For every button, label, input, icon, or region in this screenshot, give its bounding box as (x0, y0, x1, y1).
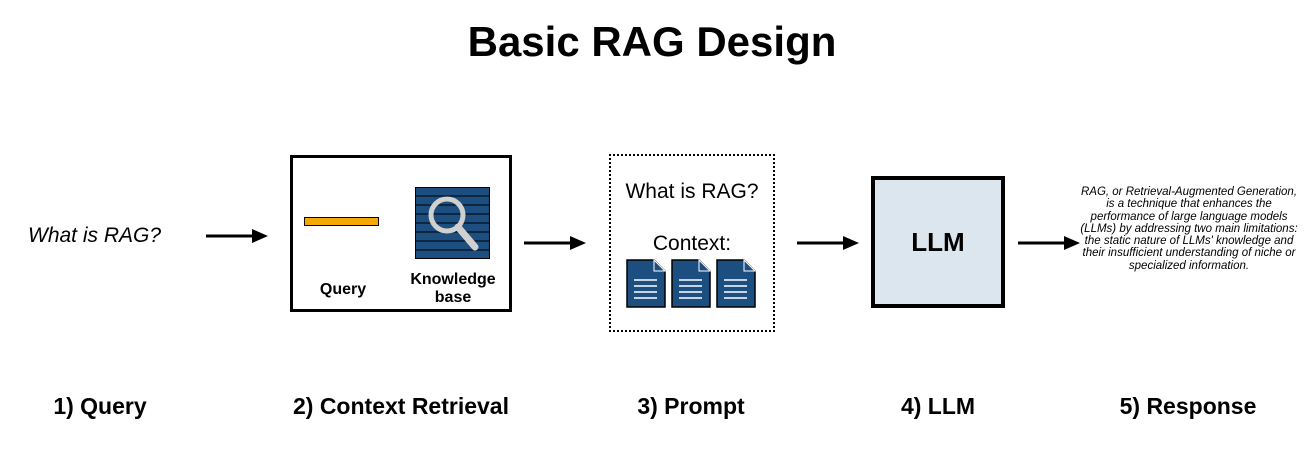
prompt-question: What is RAG? (625, 180, 759, 203)
arrow-right-icon (524, 233, 586, 253)
arrow-right-icon (797, 233, 859, 253)
step-label-prompt: 3) Prompt (637, 393, 745, 419)
arrow-right-icon (206, 226, 268, 246)
response-text: RAG, or Retrieval-Augmented Generation, … (1080, 186, 1298, 272)
llm-box: LLM (871, 176, 1005, 308)
step-label-query: 1) Query (53, 393, 147, 419)
context-retrieval-box (290, 155, 512, 312)
step-label-context-retrieval: 2) Context Retrieval (292, 393, 509, 419)
prompt-box (609, 154, 775, 332)
knowledge-base-search-icon (415, 187, 490, 259)
document-icon (716, 258, 757, 308)
query-label: Query (319, 281, 367, 298)
llm-label: LLM (911, 226, 965, 257)
knowledge-base-label-line1: Knowledge (410, 271, 496, 288)
knowledge-base-label: Knowledge base (398, 271, 508, 307)
document-icon (671, 258, 712, 308)
prompt-context-label: Context: (652, 232, 732, 255)
step-label-llm: 4) LLM (900, 393, 976, 419)
query-bar (304, 217, 379, 226)
document-icon (626, 258, 667, 308)
arrow-right-icon (1018, 233, 1080, 253)
knowledge-base-label-line2: base (434, 289, 472, 306)
diagram-title: Basic RAG Design (467, 18, 837, 65)
step-label-response: 5) Response (1119, 393, 1257, 419)
query-text: What is RAG? (28, 224, 162, 247)
